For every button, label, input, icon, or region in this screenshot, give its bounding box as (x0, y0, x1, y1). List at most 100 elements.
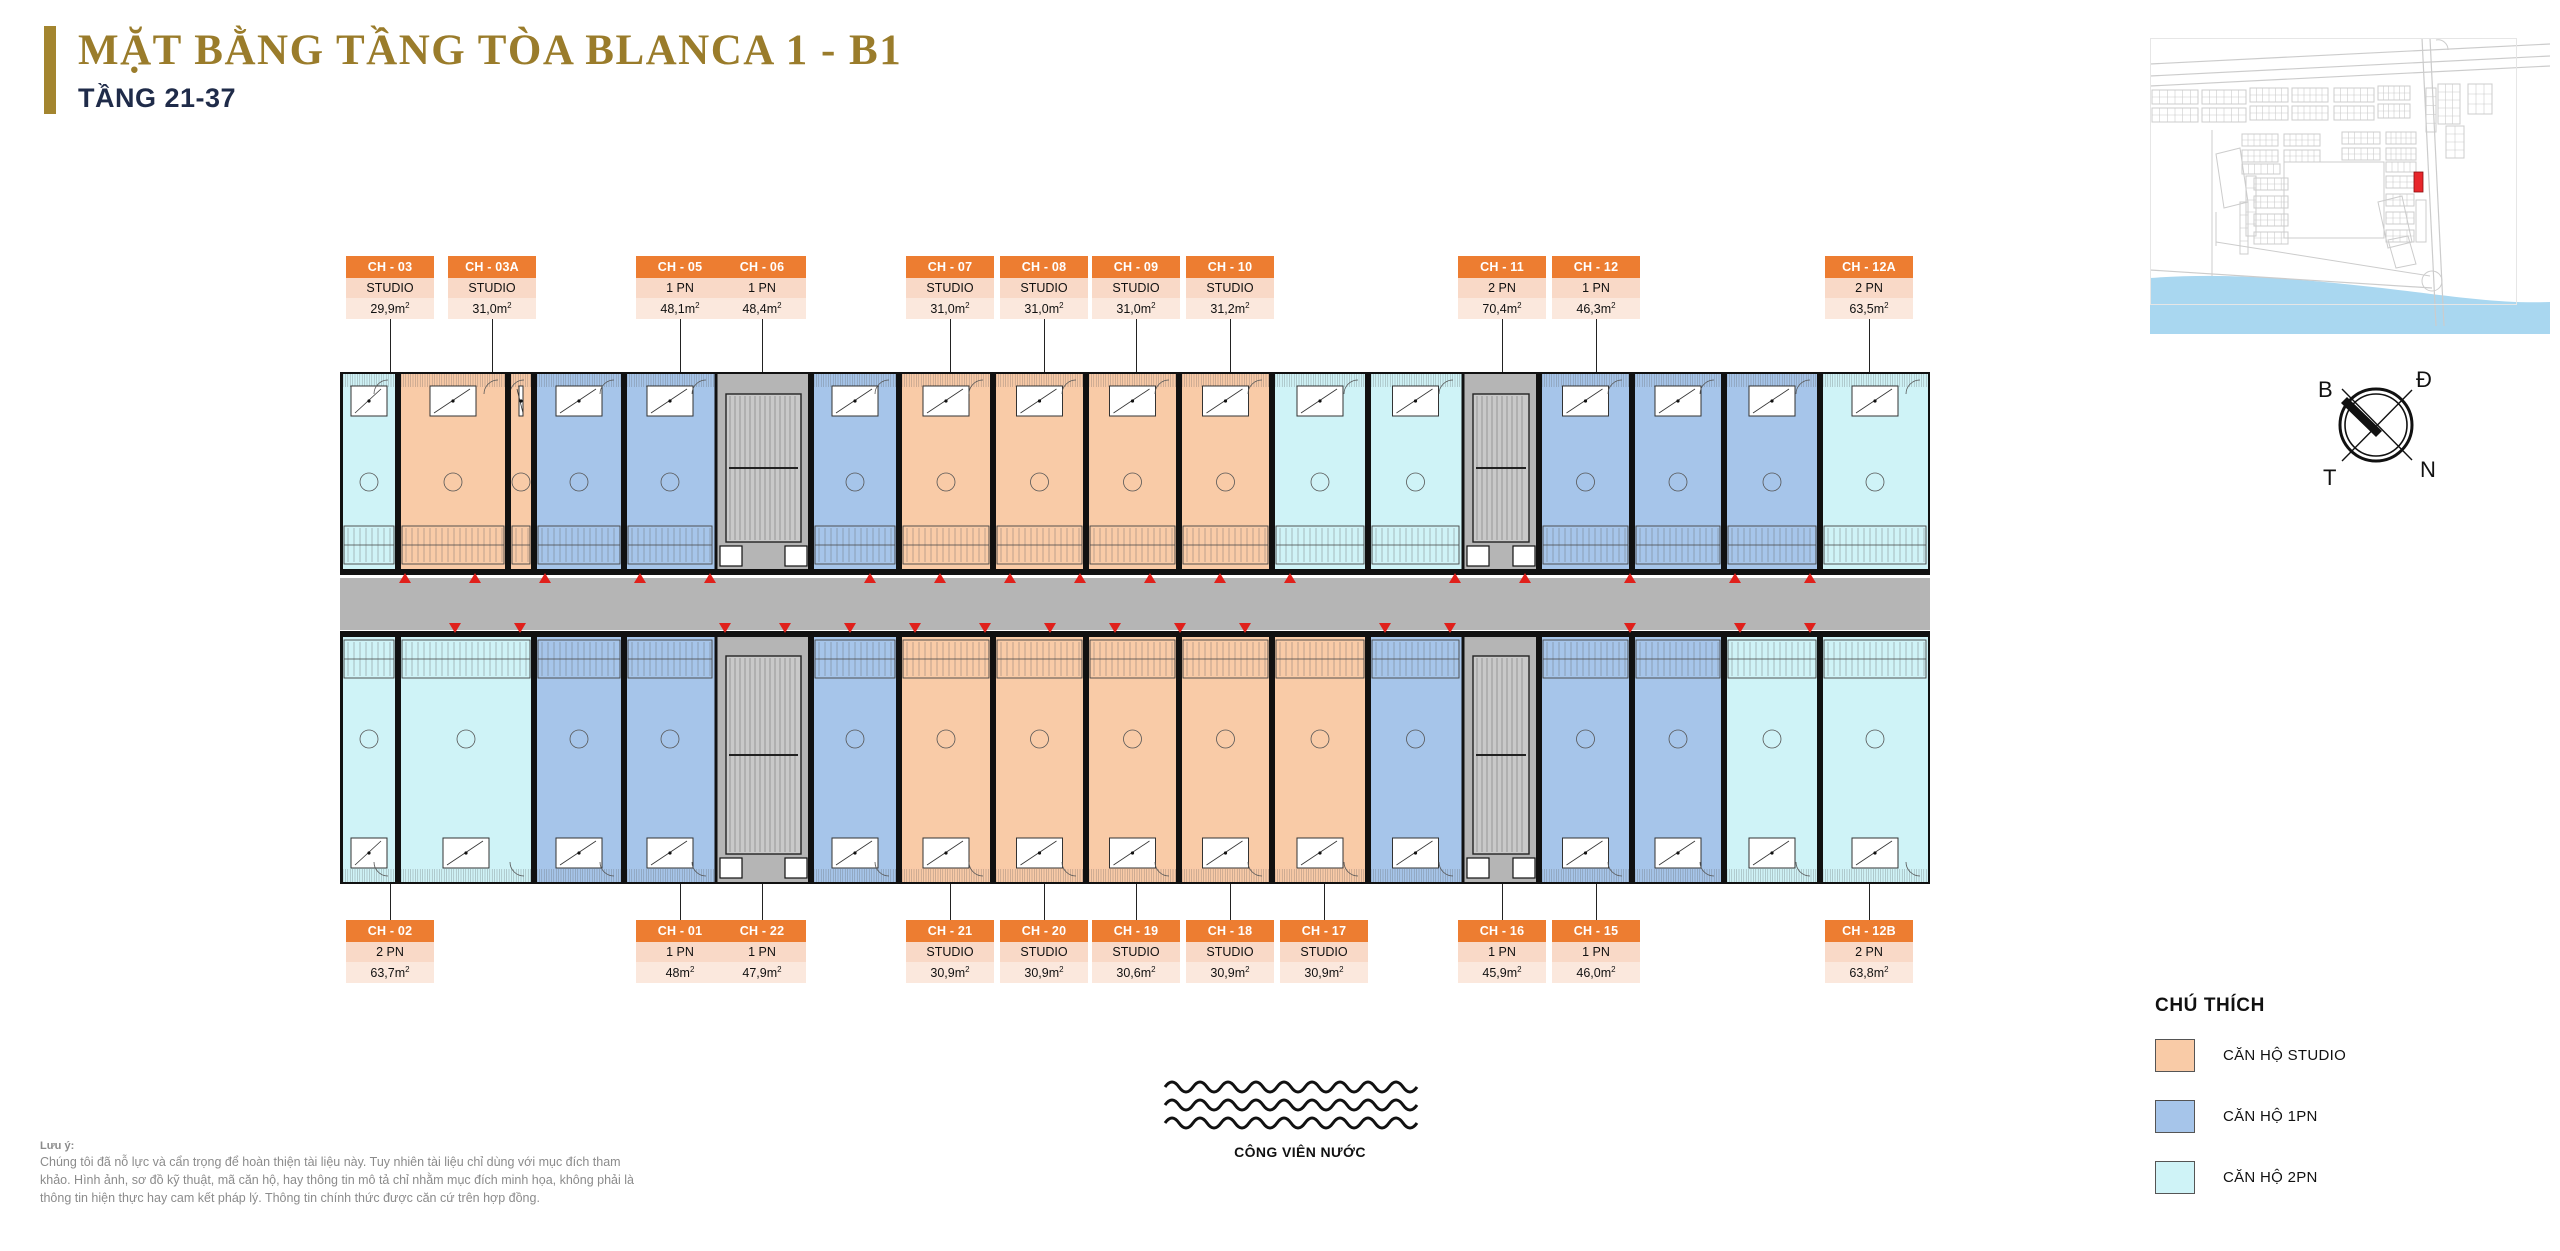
unit-leader-line (680, 868, 681, 920)
locator-block (2437, 83, 2461, 125)
unit-code: CH - 03 (346, 256, 434, 278)
door-swing (1061, 379, 1077, 395)
legend-swatch (2155, 1100, 2195, 1133)
unit-type: 1 PN (1552, 278, 1640, 298)
party-wall (1536, 632, 1542, 884)
floor-plan-drawing[interactable] (340, 372, 1930, 884)
unit-area: 45,9m2 (1458, 962, 1546, 984)
wave-icon (1163, 1080, 1419, 1130)
compass-label-north: B (2318, 377, 2333, 402)
door-swing (1699, 379, 1715, 395)
entry-marker (469, 573, 481, 583)
table-icon (1123, 729, 1142, 749)
facade-band (1820, 867, 1930, 884)
unit-leader-line (1869, 868, 1870, 920)
door-swing (1905, 861, 1921, 877)
door-swing (691, 379, 707, 395)
compass-label-west: T (2323, 465, 2336, 490)
party-wall (896, 372, 902, 574)
facade-band (1272, 867, 1368, 884)
lift-icon (784, 857, 808, 879)
facade-band (1724, 372, 1820, 389)
unit-type: 1 PN (718, 278, 806, 298)
unit-code: CH - 02 (346, 920, 434, 942)
table-icon (845, 472, 865, 492)
entry-marker (909, 623, 921, 633)
table-icon (456, 729, 476, 749)
table-icon (443, 472, 463, 492)
facade-band (993, 867, 1086, 884)
table-icon (1668, 472, 1688, 492)
table-icon (1762, 729, 1782, 749)
unit-area: 29,9m2 (346, 298, 434, 320)
entry-marker (719, 623, 731, 633)
party-wall (1365, 372, 1371, 574)
party-wall (1817, 632, 1823, 884)
unit-type: STUDIO (906, 942, 994, 962)
unit-type: 2 PN (1825, 942, 1913, 962)
disclaimer-body: Chúng tôi đã nỗ lực và cẩn trọng để hoàn… (40, 1155, 634, 1205)
door-swing (874, 861, 890, 877)
entry-marker (1624, 623, 1636, 633)
legend-label: CĂN HỘ 2PN (2223, 1169, 2318, 1186)
entry-marker (1174, 623, 1186, 633)
unit-area: 46,0m2 (1552, 962, 1640, 984)
unit-area: 30,9m2 (906, 962, 994, 984)
party-wall (990, 372, 996, 574)
entry-marker (1804, 573, 1816, 583)
entry-marker (539, 573, 551, 583)
legend-item: CĂN HỘ STUDIO (2155, 1039, 2545, 1072)
door-swing (968, 379, 984, 395)
facade-band (398, 372, 508, 389)
party-wall (896, 632, 902, 884)
legend-title: CHÚ THÍCH (2155, 995, 2265, 1016)
unit-area: 31,2m2 (1186, 298, 1274, 320)
door-swing (691, 861, 707, 877)
locator-block (2467, 83, 2493, 115)
lift-icon (1466, 857, 1490, 879)
door-swing (874, 379, 890, 395)
unit-code: CH - 15 (1552, 920, 1640, 942)
door-swing (1607, 861, 1623, 877)
unit-area: 46,3m2 (1552, 298, 1640, 320)
party-wall (1629, 632, 1635, 884)
unit-leader-line (1596, 319, 1597, 382)
door-swing (1247, 861, 1263, 877)
locator-frame (2150, 38, 2517, 305)
door-swing (1607, 379, 1623, 395)
unit-leader-line (1324, 868, 1325, 920)
unit-code: CH - 18 (1186, 920, 1274, 942)
entry-marker (399, 573, 411, 583)
unit-code: CH - 22 (718, 920, 806, 942)
entry-marker (1004, 573, 1016, 583)
unit-area: 30,9m2 (1280, 962, 1368, 984)
unit-area: 31,0m2 (906, 298, 994, 320)
door-swing (1343, 379, 1359, 395)
unit-code: CH - 16 (1458, 920, 1546, 942)
party-wall (990, 632, 996, 884)
door-swing (483, 379, 499, 395)
table-icon (359, 729, 379, 749)
